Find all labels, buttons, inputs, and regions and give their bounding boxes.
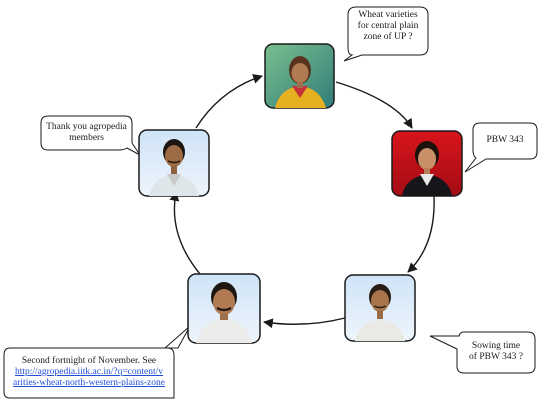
arrow-top-to-right [335, 81, 413, 129]
person-bottom-right-photo [344, 274, 416, 342]
bubble-bottom-left-text: Second fortnight of November. See http:/… [4, 356, 174, 389]
bubble-bottom-right-line-2: of PBW 343 ? [469, 352, 523, 362]
bubble-left-line-1: Thank you agropedia [46, 122, 127, 132]
bubble-left-text: Thank you agropedia members [41, 122, 132, 144]
bubble-right [464, 122, 538, 173]
speech-bubbles [3, 6, 538, 399]
bubble-top [343, 6, 429, 62]
bubble-bottom-right [429, 331, 536, 374]
arrow-left-to-top [195, 74, 263, 129]
bubble-top-line-2: for central plain [357, 21, 419, 31]
person-bottom-left-photo [187, 273, 261, 344]
bubble-left-line-2: members [69, 133, 104, 143]
bubble-bottom-right-line-1: Sowing time [471, 341, 521, 351]
agropedia-link-line-1[interactable]: http://agropedia.iitk.ac.in/?q=content/v [14, 367, 164, 377]
bubble-bottom-left-line-1: Second fortnight of November. See [21, 356, 157, 366]
arrow-bottom-left-to-left [169, 191, 201, 275]
cycle-arrows [169, 74, 435, 329]
bubble-right-line-1: PBW 343 [486, 135, 524, 145]
agropedia-link-line-2[interactable]: arities-wheat-north-western-plains-zone [13, 378, 165, 388]
bubble-right-text: PBW 343 [473, 135, 537, 146]
bubble-left [40, 115, 141, 156]
person-left-photo [138, 129, 210, 197]
bubble-top-line-3: zone of UP ? [363, 32, 413, 42]
bubble-bottom-left [3, 325, 191, 399]
bubble-top-line-1: Wheat varieties [358, 10, 418, 20]
person-right-photo [391, 130, 463, 197]
person-top-photo [264, 43, 335, 109]
arrow-right-to-bottom-right [407, 195, 435, 273]
bubble-top-text: Wheat varieties for central plain zone o… [348, 10, 428, 43]
bubble-bottom-right-text: Sowing time of PBW 343 ? [457, 341, 535, 363]
arrow-bottom-right-to-bottom-left [263, 317, 346, 329]
